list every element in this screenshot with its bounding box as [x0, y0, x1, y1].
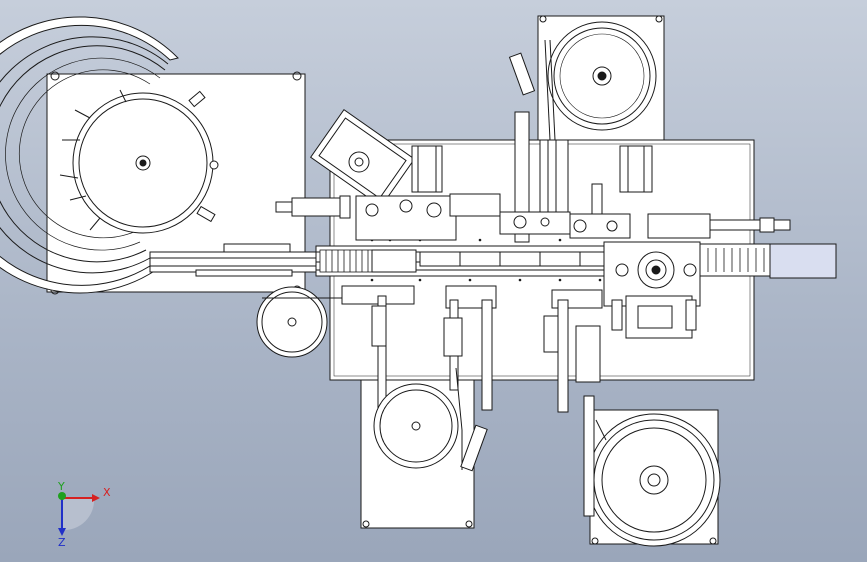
right-feeder-block	[769, 243, 837, 279]
bottom-right-vibratory-bowl	[583, 395, 721, 547]
bottom-left-tape-reel	[373, 367, 488, 472]
y-axis-dot-icon	[58, 492, 66, 500]
right-feed-rail	[699, 243, 771, 277]
angled-press-module	[309, 109, 416, 208]
x-axis-label: X	[103, 486, 111, 499]
coordinate-triad: X Y Z	[57, 480, 111, 549]
station-center-upper	[499, 183, 631, 239]
cylinder-left	[275, 195, 351, 219]
lower-arm-1	[341, 285, 415, 411]
lower-arm-3	[543, 289, 603, 413]
station-right-upper	[619, 145, 791, 239]
x-arrowhead-icon	[92, 494, 100, 502]
top-tape-reel	[547, 21, 657, 131]
left-vibratory-bowl	[0, 16, 219, 294]
small-left-reel	[256, 286, 342, 358]
y-axis-label: Y	[57, 480, 65, 493]
top-vertical-guide	[508, 39, 569, 243]
station-left-upper	[355, 145, 501, 241]
z-arrowhead-icon	[58, 528, 66, 536]
z-axis-label: Z	[58, 536, 66, 549]
rotary-indexer	[603, 241, 701, 339]
lower-arm-2	[443, 285, 497, 411]
